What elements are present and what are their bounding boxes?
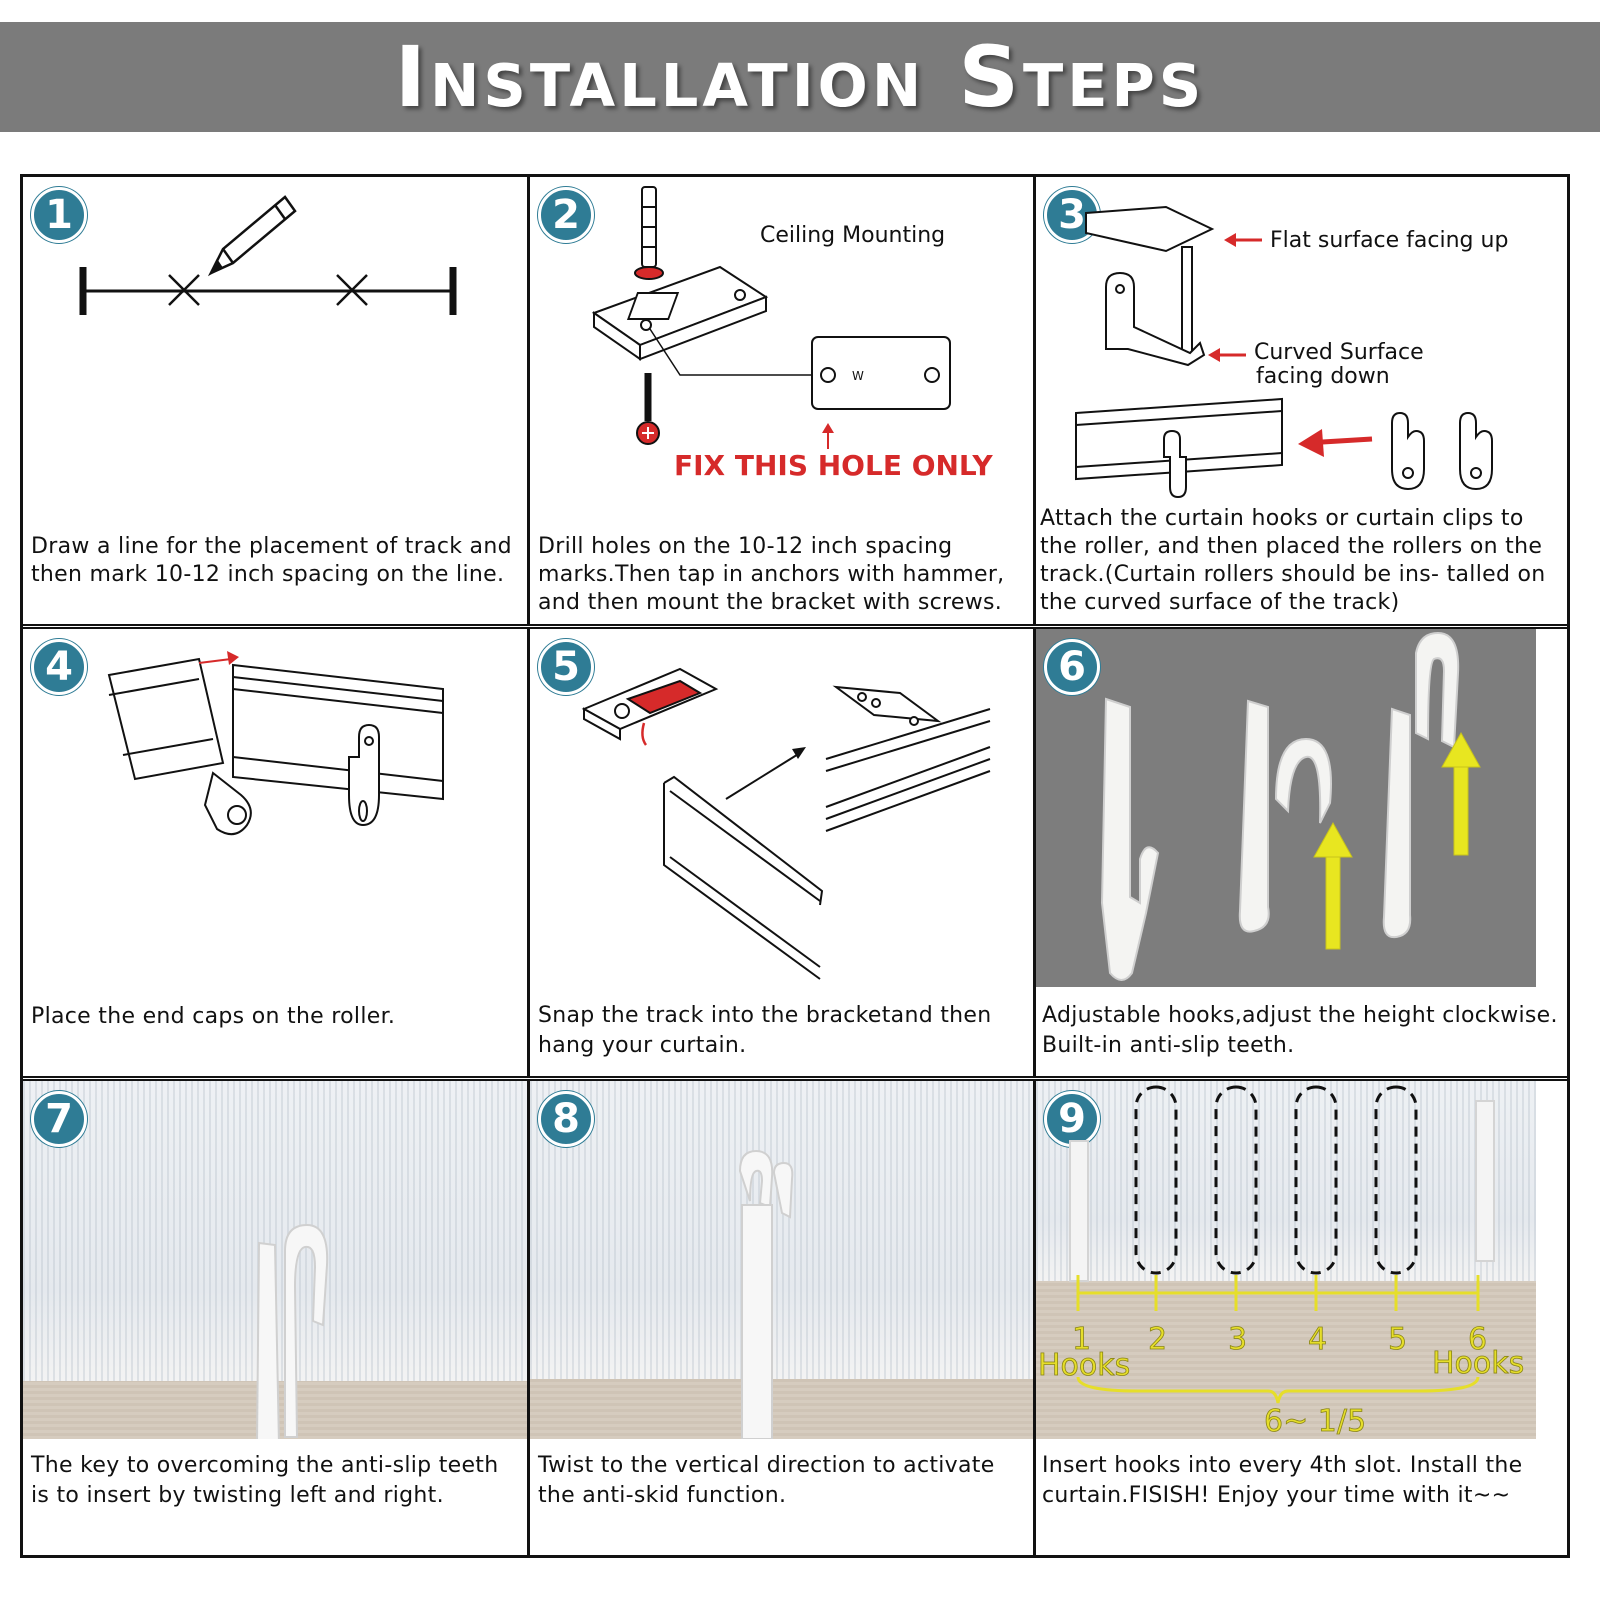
hook-number-1: 1 [1072,1322,1091,1357]
hook-spacing-diagram: 1 2 3 4 5 6 Hooks Hooks 6~ 1/5 [1038,1085,1525,1439]
grid-divider [23,1076,1567,1081]
step-badge: 1 [31,187,87,243]
snap-track-illustration [581,667,991,980]
title-bar: Installation Steps [0,22,1600,132]
step-badge: 2 [538,187,594,243]
step-1-panel: 1 Draw a line for the placement of track… [23,177,527,624]
hook-icon [1069,1100,1495,1282]
step-caption: Attach the curtain hooks or curtain clip… [1040,506,1546,615]
step-caption: Drill holes on the 10-12 inch spacing ma… [538,534,1005,615]
hook-number-2: 2 [1148,1322,1167,1357]
line-marking-illustration [79,195,457,315]
step-7-panel: 7 The key to overcoming the anti-slip te… [23,1081,527,1555]
grid-divider [23,624,1567,629]
step-caption: Draw a line for the placement of track a… [31,534,512,587]
end-cap-icon [107,657,225,781]
step-caption: Twist to the vertical direction to activ… [538,1453,995,1508]
step-8-panel: 8 Twist to the vertical direction to act… [530,1081,1033,1555]
curtain-tape-photo [1036,1081,1536,1281]
up-arrow-icon [1313,731,1481,950]
step-badge: 7 [31,1091,87,1147]
hooks-label-right: Hooks [1432,1346,1524,1381]
roller-icon [348,723,380,827]
hook-icon [256,1223,329,1439]
hook-icon [1100,697,1160,981]
spacing-ruler [1076,1275,1480,1404]
vertical-hook-drawing [738,1149,794,1439]
step-badge: 4 [31,639,87,695]
spacing-range-label: 6~ 1/5 [1264,1404,1366,1439]
fix-hole-label: FIX THIS HOLE ONLY [674,449,993,482]
bracket-top-view [811,336,951,410]
curved-surface-label: Curved Surface [1254,340,1424,365]
twist-hook-drawing [256,1223,329,1439]
hook-icon [1382,707,1412,939]
curtain-tape-photo [530,1081,1033,1379]
slot-outline [1134,1085,1418,1275]
track-orientation-illustration: Flat surface facing up Curved Surface fa… [1075,205,1508,499]
step-9-panel: 9 1 [1036,1081,1567,1555]
steps-grid: 1 Draw a line for the placement of track… [20,174,1570,1558]
anchor-icon [634,186,664,280]
long-track-icon [1075,397,1283,499]
step-caption: Place the end caps on the roller. [31,1004,396,1029]
page-title: Installation Steps [394,28,1206,126]
step-5-panel: 5 [530,629,1033,1076]
hook-icon [1238,699,1270,933]
grid-divider [1033,177,1036,1555]
step-badge: 9 [1044,1091,1100,1147]
hooks-label-left: Hooks [1038,1348,1130,1383]
step-3-panel: 3 [1036,177,1567,624]
step-badge: 5 [538,639,594,695]
bracket-icon [581,667,719,746]
track-profile-icon [1085,205,1215,367]
end-cap-illustration [107,651,444,836]
ceiling-mount-illustration: W Ceiling Mounting FIX THIS HOLE ONLY [591,186,993,482]
hook-number-4: 4 [1308,1322,1327,1357]
step-4-panel: 4 Place the end caps on the roller. [23,629,527,1076]
step-badge: 6 [1044,639,1100,695]
step-2-panel: 2 W [530,177,1033,624]
hook-number-6: 6 [1468,1322,1487,1357]
roller-icon [1391,411,1493,491]
pencil-icon [207,195,297,277]
floor-background [530,1379,1033,1439]
step-caption: Snap the track into the bracketand then … [538,1003,992,1058]
hook-number-5: 5 [1388,1322,1407,1357]
flat-surface-label: Flat surface facing up [1270,228,1508,253]
grid-divider [527,177,530,1555]
hooks-drawing [1100,631,1481,981]
svg-text:W: W [852,369,864,383]
screw-icon [636,373,660,445]
track-icon [663,752,824,980]
curved-surface-label-2: facing down [1256,364,1390,389]
hook-icon [738,1149,794,1439]
ceiling-mounting-label: Ceiling Mounting [760,223,945,248]
bracket-icon [591,265,769,361]
step-caption: Insert hooks into every 4th slot. Instal… [1042,1453,1523,1508]
hook-number-3: 3 [1228,1322,1247,1357]
step-caption: Adjustable hooks,adjust the height clock… [1042,1003,1558,1058]
step-badge: 8 [538,1091,594,1147]
floor-background [1036,1281,1536,1439]
step-6-panel: 6 Adjustable hooks,adjust the height clo… [1036,629,1567,1076]
step-caption: The key to overcoming the anti-slip teet… [31,1453,499,1508]
